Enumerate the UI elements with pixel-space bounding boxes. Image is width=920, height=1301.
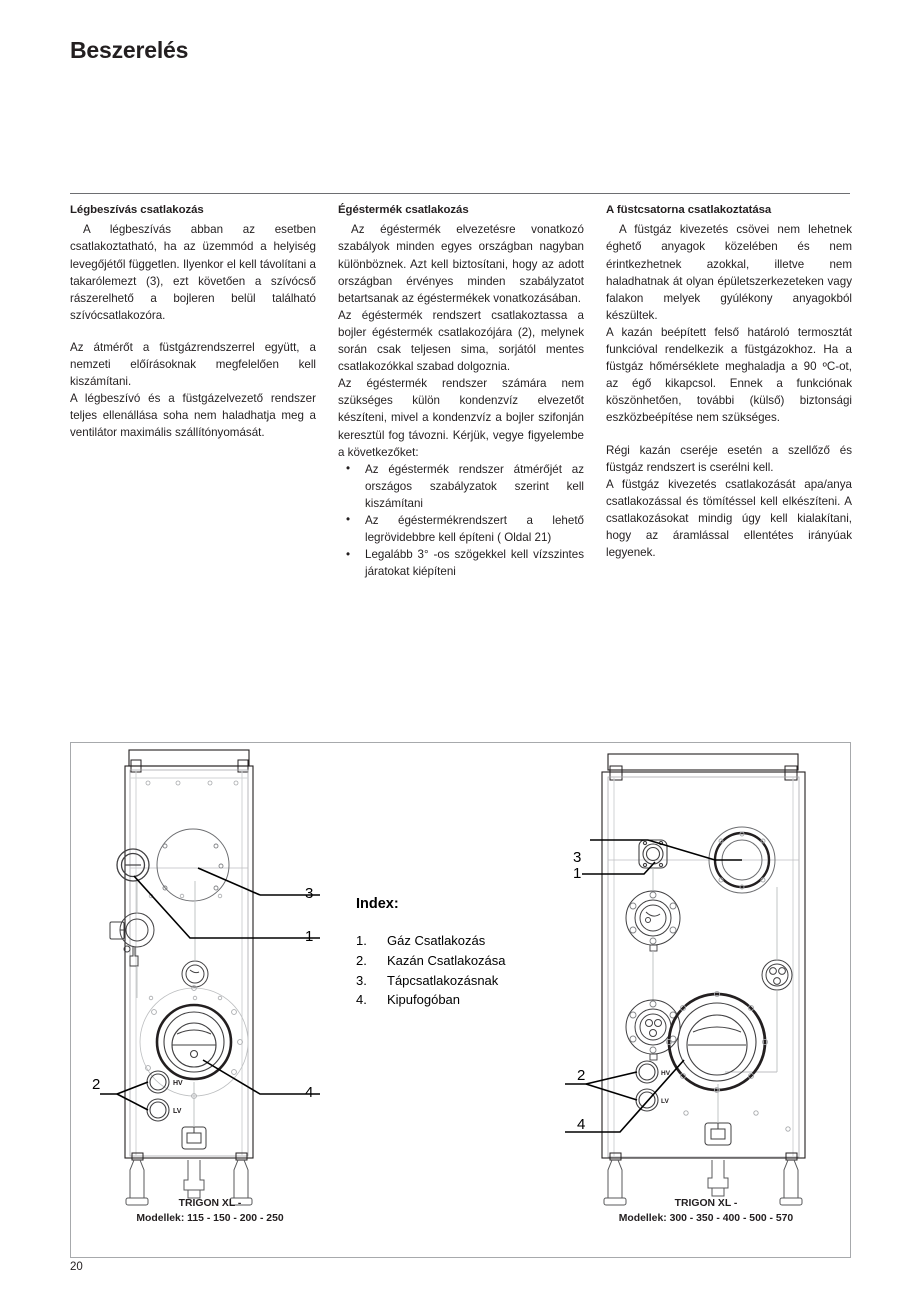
paragraph: A légbeszívás abban az esetben csatlakoz… <box>70 223 316 322</box>
paragraph: Az égéstermék rendszer számára nem szüks… <box>338 377 584 459</box>
paragraph: A füstgáz kivezetés csövei nem lehetnek … <box>606 223 852 322</box>
index-number: 2. <box>356 952 367 968</box>
port-label-lv: LV <box>661 1098 669 1105</box>
column-egestermek: Égéstermék csatlakozás Az égéstermék elv… <box>338 203 584 580</box>
right-figure-caption: TRIGON XL - Modellek: 300 - 350 - 400 - … <box>556 1196 856 1226</box>
index-number: 3. <box>356 972 367 988</box>
page-number: 20 <box>70 1261 83 1273</box>
column-heading: A füstcsatorna csatlakoztatása <box>606 204 772 216</box>
list-item: • Az égéstermék rendszer átmérőjét az ors… <box>338 461 584 512</box>
paragraph: Régi kazán cseréje esetén a szellőző és … <box>606 443 852 474</box>
column-heading: Égéstermék csatlakozás <box>338 204 469 216</box>
paragraph: Az égéstermék elvezetésre vonatkozó szab… <box>338 223 584 305</box>
port-label-hv: HV <box>661 1070 671 1077</box>
list-item: 2. Kazán Csatlakozása <box>356 951 546 971</box>
caption-line-2: Modellek: 300 - 350 - 400 - 500 - 570 <box>618 1213 794 1225</box>
caption-line-2: Modellek: 115 - 150 - 200 - 250 <box>136 1213 284 1225</box>
callout-3-right: 3 <box>573 849 582 866</box>
header-divider <box>70 193 850 194</box>
callout-2-left: 2 <box>92 1076 101 1093</box>
paragraph: A kazán beépített felső határoló termosz… <box>606 325 852 425</box>
list-item: 1. Gáz Csatlakozás <box>356 931 546 951</box>
port-label-hv: HV <box>173 1080 183 1087</box>
index-list: 1. Gáz Csatlakozás 2. Kazán Csatlakozása… <box>356 931 546 1010</box>
callout-1-left: 1 <box>305 928 314 945</box>
paragraph: Az átmérőt a füstgázrendszerrel együtt, … <box>70 340 316 389</box>
paragraph: A füstgáz kivezetés csatlakozását apa/an… <box>606 477 852 560</box>
list-item: • Legalább 3° -os szögekkel kell vízszint… <box>338 546 584 580</box>
right-boiler-drawing: HV LV <box>560 742 860 1222</box>
paragraph: A légbeszívó és a füstgázelvezető rendsz… <box>70 392 316 440</box>
paragraph-spacer <box>70 324 316 339</box>
index-title: Index: <box>356 896 399 912</box>
paragraph-spacer <box>606 427 852 442</box>
column-heading: Légbeszívás csatlakozás <box>70 204 204 216</box>
index-label: Kipufogóban <box>387 992 461 1008</box>
caption-line-1: TRIGON XL - <box>178 1198 242 1209</box>
list-item-label: Az égéstermék rendszer átmérőjét az orsz… <box>365 462 584 510</box>
text-columns: Légbeszívás csatlakozás A légbeszívás ab… <box>70 203 852 580</box>
bullet-icon: • <box>346 462 351 476</box>
index-label: Kazán Csatlakozása <box>387 952 506 968</box>
index-number: 1. <box>356 933 367 948</box>
callout-2-right: 2 <box>577 1067 586 1084</box>
bullet-icon: • <box>346 547 351 561</box>
list-item-label: Legalább 3° -os szögekkel kell vízszinte… <box>365 548 584 579</box>
callout-3-left: 3 <box>305 885 314 902</box>
port-label-lv: LV <box>173 1108 182 1115</box>
caption-line-1: TRIGON XL - <box>674 1198 738 1209</box>
left-boiler-drawing: HV LV <box>70 742 400 1222</box>
page-title: Beszerelés <box>70 37 189 63</box>
callout-4-left: 4 <box>305 1084 314 1101</box>
column-fustcsatorna: A füstcsatorna csatlakoztatása A füstgáz… <box>606 203 852 580</box>
index-label: Gáz Csatlakozás <box>387 933 486 948</box>
list-item: 4. Kipufogóban <box>356 990 546 1010</box>
bullet-icon: • <box>346 513 351 527</box>
list-item: • Az égéstermékrendszert a lehető legrövi… <box>338 512 584 546</box>
index-label: Tápcsatlakozásnak <box>387 972 499 988</box>
index-number: 4. <box>356 992 367 1008</box>
bullet-list: • Az égéstermék rendszer átmérőjét az ors… <box>338 461 584 581</box>
callout-1-right: 1 <box>573 865 582 882</box>
column-legbeszivas: Légbeszívás csatlakozás A légbeszívás ab… <box>70 203 316 580</box>
list-item: 3. Tápcsatlakozásnak <box>356 971 546 991</box>
paragraph: Az égéstermék rendszert csatlakoztassa a… <box>338 308 584 374</box>
callout-4-right: 4 <box>577 1116 586 1133</box>
list-item-label: Az égéstermékrendszert a lehető legrövid… <box>365 513 584 545</box>
index-block: Index: 1. Gáz Csatlakozás 2. Kazán Csatl… <box>356 896 546 1010</box>
left-figure-caption: TRIGON XL - Modellek: 115 - 150 - 200 - … <box>60 1196 360 1226</box>
